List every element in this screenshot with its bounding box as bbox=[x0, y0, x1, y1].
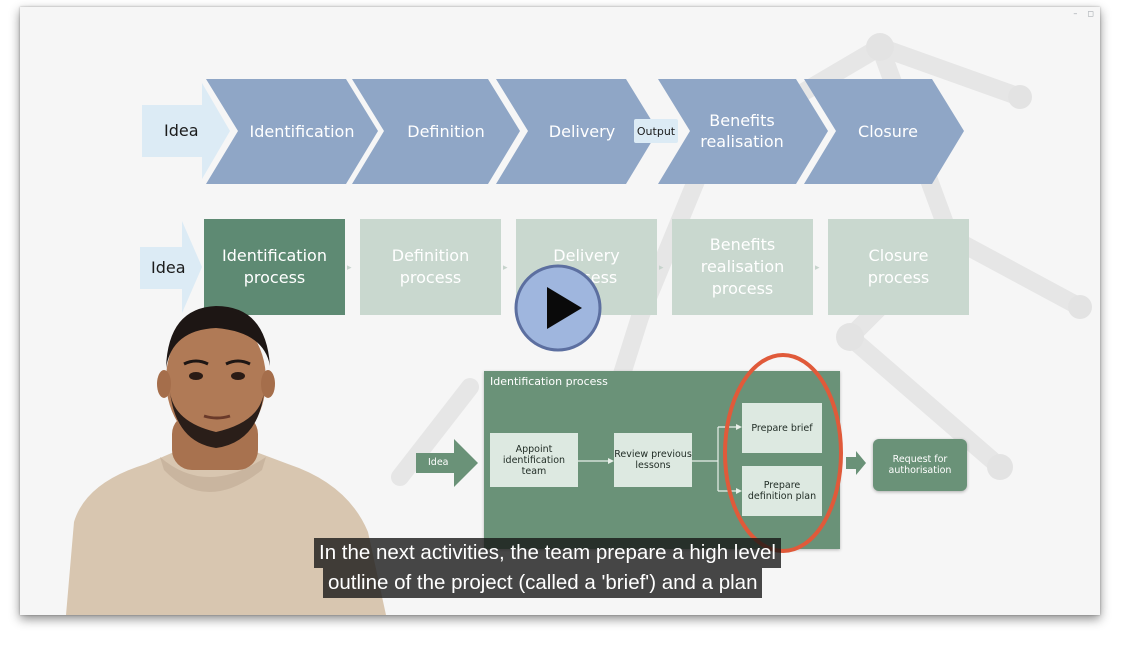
idea-arrow bbox=[142, 83, 230, 179]
process-closure: Closure process bbox=[828, 219, 969, 315]
chevron-closure bbox=[804, 79, 964, 184]
detail-connectors bbox=[416, 353, 866, 553]
process-benefits-realisation: Benefits realisation process bbox=[672, 219, 813, 315]
stage-label-identification: Identification bbox=[249, 121, 355, 141]
highlight-ellipse bbox=[723, 353, 843, 553]
chevron-benefits bbox=[658, 79, 828, 184]
step-appoint-team: Appoint identification team bbox=[490, 433, 578, 487]
stage-label-definition: Definition bbox=[407, 121, 485, 141]
step-review-lessons: Review previous lessons bbox=[614, 433, 692, 487]
process-connector-arrow: ▸ bbox=[815, 263, 820, 273]
play-button[interactable] bbox=[514, 264, 602, 352]
subtitle-line-1: In the next activities, the team prepare… bbox=[314, 538, 781, 568]
lifecycle-idea-label: Idea bbox=[164, 121, 199, 140]
window-controls: – ◻ bbox=[1073, 9, 1094, 18]
chevron-identification bbox=[206, 79, 378, 184]
stage-label-delivery: Delivery bbox=[548, 121, 616, 141]
stage-label-closure: Closure bbox=[858, 121, 918, 141]
process-idea-label: Idea bbox=[151, 258, 186, 277]
request-authorisation: Request for authorisation bbox=[873, 439, 967, 491]
subtitle-line-2: outline of the project (called a 'brief'… bbox=[323, 568, 763, 598]
process-connector-arrow: ▸ bbox=[659, 263, 664, 273]
detail-title: Identification process bbox=[490, 375, 608, 388]
process-identification: Identification process bbox=[204, 219, 345, 315]
process-definition: Definition process bbox=[360, 219, 501, 315]
output-tag: Output bbox=[634, 119, 678, 143]
lifecycle-chevrons bbox=[142, 79, 964, 184]
chevron-delivery bbox=[496, 79, 658, 184]
process-connector-arrow: ▸ bbox=[503, 263, 508, 273]
detail-idea-label: Idea bbox=[428, 457, 449, 468]
play-icon[interactable] bbox=[514, 264, 602, 352]
presenter-video bbox=[66, 306, 386, 615]
stage-label-benefits: Benefits realisation bbox=[700, 111, 784, 151]
minimize-icon[interactable]: – bbox=[1073, 9, 1078, 18]
step-prepare-definition-plan: Prepare definition plan bbox=[742, 466, 822, 516]
video-frame[interactable]: – ◻ Idea bbox=[20, 7, 1100, 615]
process-idea-arrow bbox=[140, 221, 202, 313]
step-prepare-brief: Prepare brief bbox=[742, 403, 822, 453]
restore-icon[interactable]: ◻ bbox=[1087, 9, 1094, 18]
process-connector-arrow: ▸ bbox=[347, 263, 352, 273]
chevron-definition bbox=[352, 79, 520, 184]
